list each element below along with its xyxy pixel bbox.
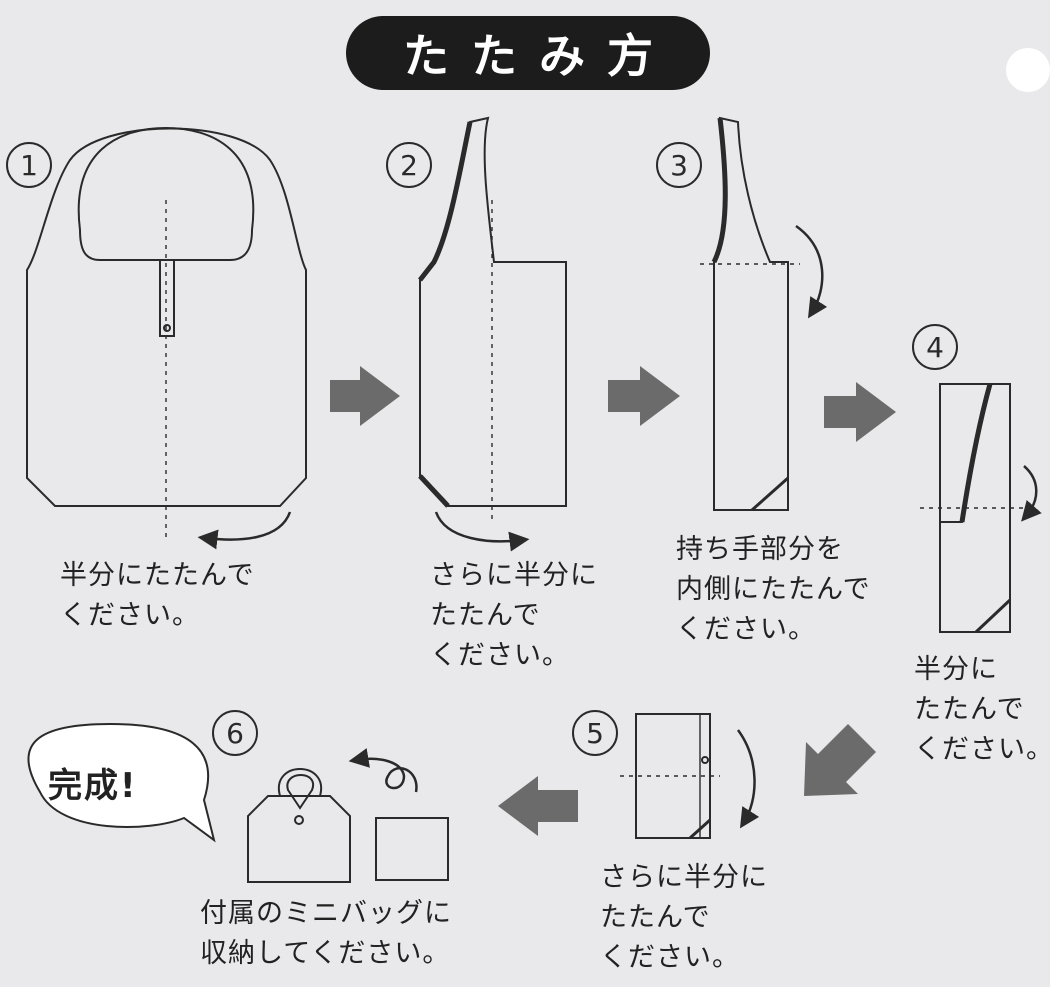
hang-hole	[1006, 48, 1050, 92]
step-2-bag-illustration	[418, 116, 567, 552]
step-number-3: 3	[656, 142, 702, 188]
page-title-text: たたみ方	[403, 29, 675, 83]
right-arrow-icon	[824, 382, 896, 442]
step-number-2: 2	[386, 142, 432, 188]
right-arrow-icon	[608, 366, 680, 426]
step-2-caption: さらに半分に たたんで ください。	[430, 560, 598, 671]
step-number-5: 5	[572, 710, 618, 756]
step-5-caption: さらに半分に たたんで ください。	[600, 862, 768, 973]
down-left-arrow-icon	[804, 724, 876, 796]
step-1-bag-illustration	[26, 126, 307, 550]
finish-speech-bubble	[27, 722, 216, 843]
finish-label: 完成!	[48, 766, 138, 806]
step-number-6: 6	[212, 710, 258, 756]
step-number-1: 1	[6, 142, 52, 188]
page-title: たたみ方	[346, 16, 710, 90]
step-3-bag-illustration	[700, 116, 828, 512]
step-6-pouch-illustration	[247, 748, 449, 883]
step-5-bag-illustration	[620, 713, 760, 840]
right-arrow-icon	[330, 366, 400, 426]
step-number-4: 4	[912, 324, 958, 370]
step-1-caption: 半分にたたんで ください。	[60, 560, 255, 631]
left-arrow-icon	[498, 776, 578, 836]
step-4-bag-illustration	[920, 383, 1042, 634]
step-6-caption: 付属のミニバッグに 収納してください。	[200, 898, 452, 969]
step-4-caption: 半分に たたんで ください。	[914, 654, 1050, 765]
arrow-icons	[330, 366, 896, 836]
step-3-caption: 持ち手部分を 内側にたたんで ください。	[676, 534, 871, 645]
